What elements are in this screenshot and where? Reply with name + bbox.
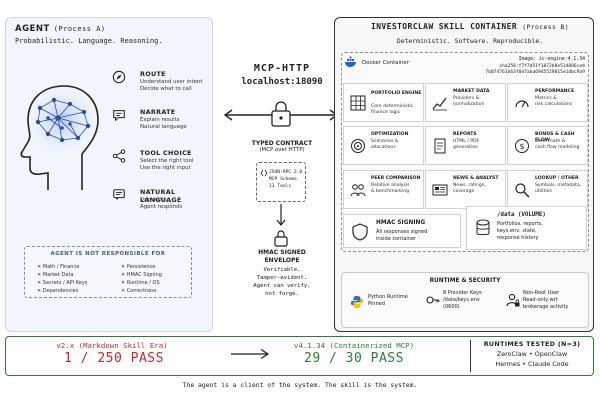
module-performance: PERFORMANCE Metrics &risk calculations (507, 83, 588, 122)
not-responsible-left: ✕ Math / Finance ✕ Market Data ✕ Secrets… (37, 264, 88, 294)
not-responsible-box: AGENT IS NOT RESPONSIBLE FOR ✕ Math / Fi… (24, 246, 192, 298)
not-responsible-right: ✕ Persistence ✕ HMAC Signing ✕ Runtime /… (121, 264, 162, 294)
lock-icon (271, 101, 291, 127)
agent-process: (Process A) (53, 25, 106, 33)
svg-text:$: $ (519, 142, 524, 151)
speech-bubble-icon (113, 189, 125, 201)
contract-subtitle: (MCP over HTTP) (259, 147, 305, 153)
people-icon (350, 184, 366, 197)
module-lookup-other: LOOKUP / OTHER Symbols, metadata,utiliti… (507, 170, 588, 209)
agent-title: AGENT (15, 24, 50, 34)
module-bonds-cash-flow: $ BONDS & CASH FLOW Bond math &cash flow… (507, 126, 588, 165)
image-sha-2: 7b074761b63f0d7aba69d5529015e1dbc9a9 (485, 70, 585, 75)
python-icon (351, 296, 363, 308)
new-version-label: v4.1.34 (Containerized MCP) (293, 341, 415, 350)
head-brain-icon (20, 80, 102, 190)
docker-whale-icon (345, 56, 356, 67)
band-divider (470, 340, 471, 372)
magnifier-icon (515, 183, 530, 198)
container-title: INVESTORCLAW SKILL CONTAINER (Process B) (370, 22, 569, 31)
user-lock-icon (506, 293, 520, 307)
agent-tagline: Probabilistic. Language. Reasoning. (15, 37, 163, 45)
module-news-analyst: NEWS & ANALYST News, ratings,coverage (425, 170, 506, 209)
old-version-label: v2.x (Markdown Skill Era) (56, 341, 168, 350)
results-band (5, 336, 594, 376)
contract-document: JSON-RPC 2.0 MCP Schema 13 Tools (256, 162, 306, 202)
compass-icon (112, 70, 126, 84)
module-peer-comparison: PEER COMPARISON Relative analysis& bench… (343, 170, 424, 209)
envelope-description: Verifiable. Tamper-evident. Agent can ve… (253, 267, 311, 297)
old-pass-rate: 1 / 250 PASS (64, 351, 164, 366)
module-market-data: MARKET DATA Providers &normalization (425, 83, 506, 122)
image-sha-1: sha256:f7f7d51f1072b0e514886ceb (499, 64, 585, 69)
right-arrow-icon (231, 348, 270, 360)
target-icon (351, 139, 365, 153)
runtimes-row-1: ZeroClaw • OpenClaw (496, 350, 568, 358)
container-tagline: Deterministic. Software. Reproducible. (396, 37, 544, 45)
contract-title: TYPED CONTRACT (251, 140, 313, 147)
newspaper-icon (432, 184, 448, 196)
coin-icon: $ (515, 139, 529, 153)
bidirectional-arrow-icon (223, 101, 339, 127)
runtimes-heading: RUNTIMES TESTED (N=3) (483, 340, 581, 348)
branch-icon (112, 149, 126, 163)
lock-icon (274, 230, 288, 247)
report-icon (434, 138, 446, 154)
grid-icon (350, 95, 366, 111)
docker-label: Docker Container (362, 60, 409, 66)
shield-icon (352, 223, 368, 241)
database-icon (476, 219, 490, 236)
chat-bubble-icon (113, 110, 125, 122)
key-icon (426, 296, 440, 304)
runtimes-row-2: Hermes • Claude Code (495, 360, 569, 368)
bridge-title: MCP-HTTP (253, 63, 311, 74)
code-brackets-icon (260, 169, 268, 177)
footer-caption: The agent is a client of the system. The… (182, 381, 418, 389)
new-pass-rate: 29 / 30 PASS (304, 351, 404, 366)
image-tag: Image: ic-engine:4.1.34 (518, 57, 585, 62)
bridge-host: localhost:18090 (241, 77, 323, 87)
not-responsible-heading: AGENT IS NOT RESPONSIBLE FOR (50, 251, 166, 257)
gauge-icon (515, 100, 529, 108)
data-volume-box: /data (VOLUME) Portfolios, reports,keys.… (466, 206, 587, 250)
down-arrow-icon (276, 204, 286, 226)
module-optimization: OPTIMIZATION Scenarios &allocations (343, 126, 424, 165)
trend-line-icon (432, 97, 447, 111)
